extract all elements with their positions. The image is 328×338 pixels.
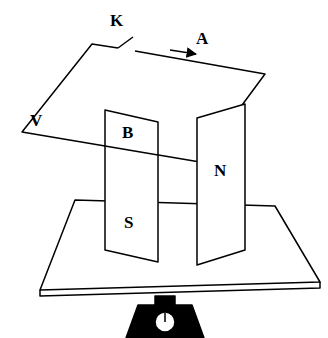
platform-edge — [40, 282, 320, 296]
part-label: V — [30, 112, 42, 130]
part-label: B — [122, 124, 133, 142]
part-label: S — [124, 214, 133, 232]
wire-frame — [105, 146, 158, 155]
part-label: N — [214, 162, 226, 180]
magnet-plate — [105, 110, 158, 262]
dial-needle — [164, 313, 166, 322]
magnet-plate — [197, 104, 245, 265]
part-label: A — [196, 30, 208, 48]
scale-dial — [155, 312, 175, 332]
scale-platform — [40, 200, 320, 290]
switch-blade — [118, 37, 133, 48]
part-label: K — [110, 12, 123, 30]
current-arrow — [170, 50, 196, 54]
scale-neck — [155, 296, 175, 305]
scale-base — [126, 305, 204, 338]
